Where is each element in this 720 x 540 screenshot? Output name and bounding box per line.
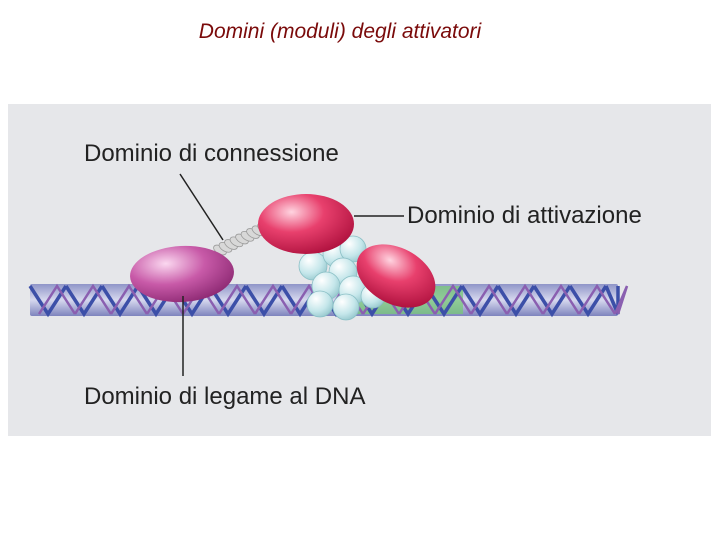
activation-domain bbox=[258, 194, 354, 254]
diagram-panel: Dominio di connessione Dominio di attiva… bbox=[8, 104, 711, 436]
label-activation-domain: Dominio di attivazione bbox=[407, 202, 642, 229]
label-dna-binding-domain: Dominio di legame al DNA bbox=[84, 383, 365, 410]
slide-title: Domini (moduli) degli attivatori bbox=[0, 20, 680, 44]
activator-domains-diagram: Dominio di connessione Dominio di attiva… bbox=[8, 104, 711, 436]
connection-pointer-line bbox=[180, 174, 223, 240]
label-connection-domain: Dominio di connessione bbox=[84, 140, 339, 167]
